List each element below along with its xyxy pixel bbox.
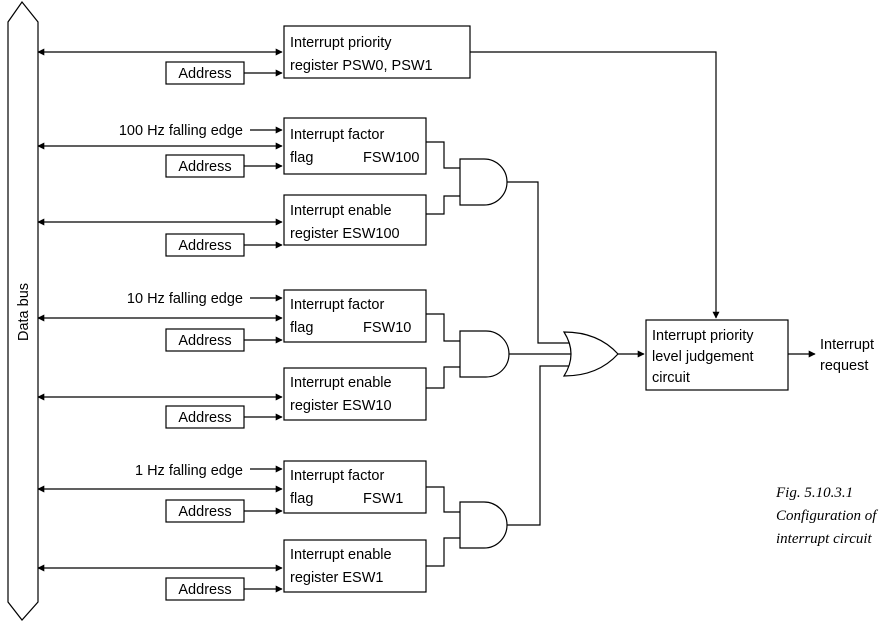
address-label-psw: Address [178, 66, 231, 82]
esw1-to-and-line [426, 537, 460, 567]
and-gate-1hz [459, 501, 508, 549]
section-1hz: 1 Hz falling edge Interrupt factor flag … [37, 460, 508, 601]
address-label-fsw100: Address [178, 159, 231, 175]
priority-to-judgement-line [470, 51, 720, 319]
factor-flag-fsw10-box [283, 289, 427, 343]
caption-line1: Fig. 5.10.3.1 [775, 485, 853, 501]
priority-register-line1: Interrupt priority [290, 35, 392, 51]
factor-flag-fsw10-flag: flag [290, 320, 313, 336]
factor-flag-fsw1-line1: Interrupt factor [290, 468, 384, 484]
factor-flag-fsw100-line1: Interrupt factor [290, 127, 384, 143]
factor-flag-fsw10-line1: Interrupt factor [290, 297, 384, 313]
and100-to-or-line [507, 181, 572, 344]
address-label-esw10: Address [178, 410, 231, 426]
factor-flag-fsw100-flag: flag [290, 150, 313, 166]
or-gate [562, 331, 619, 377]
address-label-fsw10: Address [178, 333, 231, 349]
factor-flag-fsw100-box [283, 117, 427, 175]
factor-flag-fsw10-name: FSW10 [363, 320, 411, 336]
esw10-to-and-line [426, 366, 460, 389]
enable-register-esw1-box [283, 539, 427, 593]
enable-register-esw10-box [283, 367, 427, 421]
or-gate-group [507, 181, 645, 526]
interrupt-request-line1: Interrupt [820, 337, 874, 353]
enable-register-esw10-line2: register ESW10 [290, 398, 392, 414]
judgement-circuit-line3: circuit [652, 370, 690, 386]
enable-register-esw100-box [283, 194, 427, 246]
figure-caption: Fig. 5.10.3.1 Configuration of interrupt… [775, 485, 878, 547]
fsw1-to-and-line [426, 486, 460, 513]
priority-register-line2: register PSW0, PSW1 [290, 58, 433, 74]
enable-register-esw100-line1: Interrupt enable [290, 203, 392, 219]
factor-flag-fsw1-box [283, 460, 427, 514]
signal-100hz-label: 100 Hz falling edge [119, 123, 243, 139]
factor-flag-fsw1-name: FSW1 [363, 491, 403, 507]
address-label-esw1: Address [178, 582, 231, 598]
judgement-circuit-line2: level judgement [652, 349, 754, 365]
data-bus: Data bus [7, 0, 39, 621]
caption-line2: Configuration of [776, 508, 878, 524]
section-10hz: 10 Hz falling edge Interrupt factor flag… [37, 289, 510, 429]
signal-10hz-label: 10 Hz falling edge [127, 291, 243, 307]
address-label-fsw1: Address [178, 504, 231, 520]
judgement-circuit-box [645, 319, 789, 391]
judgement-circuit-line1: Interrupt priority [652, 328, 754, 344]
section-100hz: 100 Hz falling edge Interrupt factor fla… [37, 117, 508, 257]
factor-flag-fsw1-flag: flag [290, 491, 313, 507]
enable-register-esw100-line2: register ESW100 [290, 226, 400, 242]
signal-1hz-label: 1 Hz falling edge [135, 463, 243, 479]
caption-line3: interrupt circuit [776, 531, 873, 547]
enable-register-esw1-line1: Interrupt enable [290, 547, 392, 563]
priority-register-box [283, 25, 471, 79]
enable-register-esw10-line1: Interrupt enable [290, 375, 392, 391]
address-label-esw100: Address [178, 238, 231, 254]
enable-register-esw1-line2: register ESW1 [290, 570, 383, 586]
fsw100-to-and-line [426, 141, 460, 169]
and-gate-100hz [459, 158, 508, 206]
factor-flag-fsw100-name: FSW100 [363, 150, 419, 166]
judgement-circuit-group: Interrupt priority level judgement circu… [645, 319, 874, 391]
esw100-to-and-line [426, 195, 460, 215]
priority-register-group: Interrupt priority register PSW0, PSW1 A… [37, 25, 720, 319]
data-bus-label: Data bus [16, 283, 32, 341]
interrupt-request-line2: request [820, 358, 868, 374]
and1-to-or-line [507, 365, 572, 526]
fsw10-to-and-line [426, 313, 460, 342]
and-gate-10hz [459, 330, 510, 378]
